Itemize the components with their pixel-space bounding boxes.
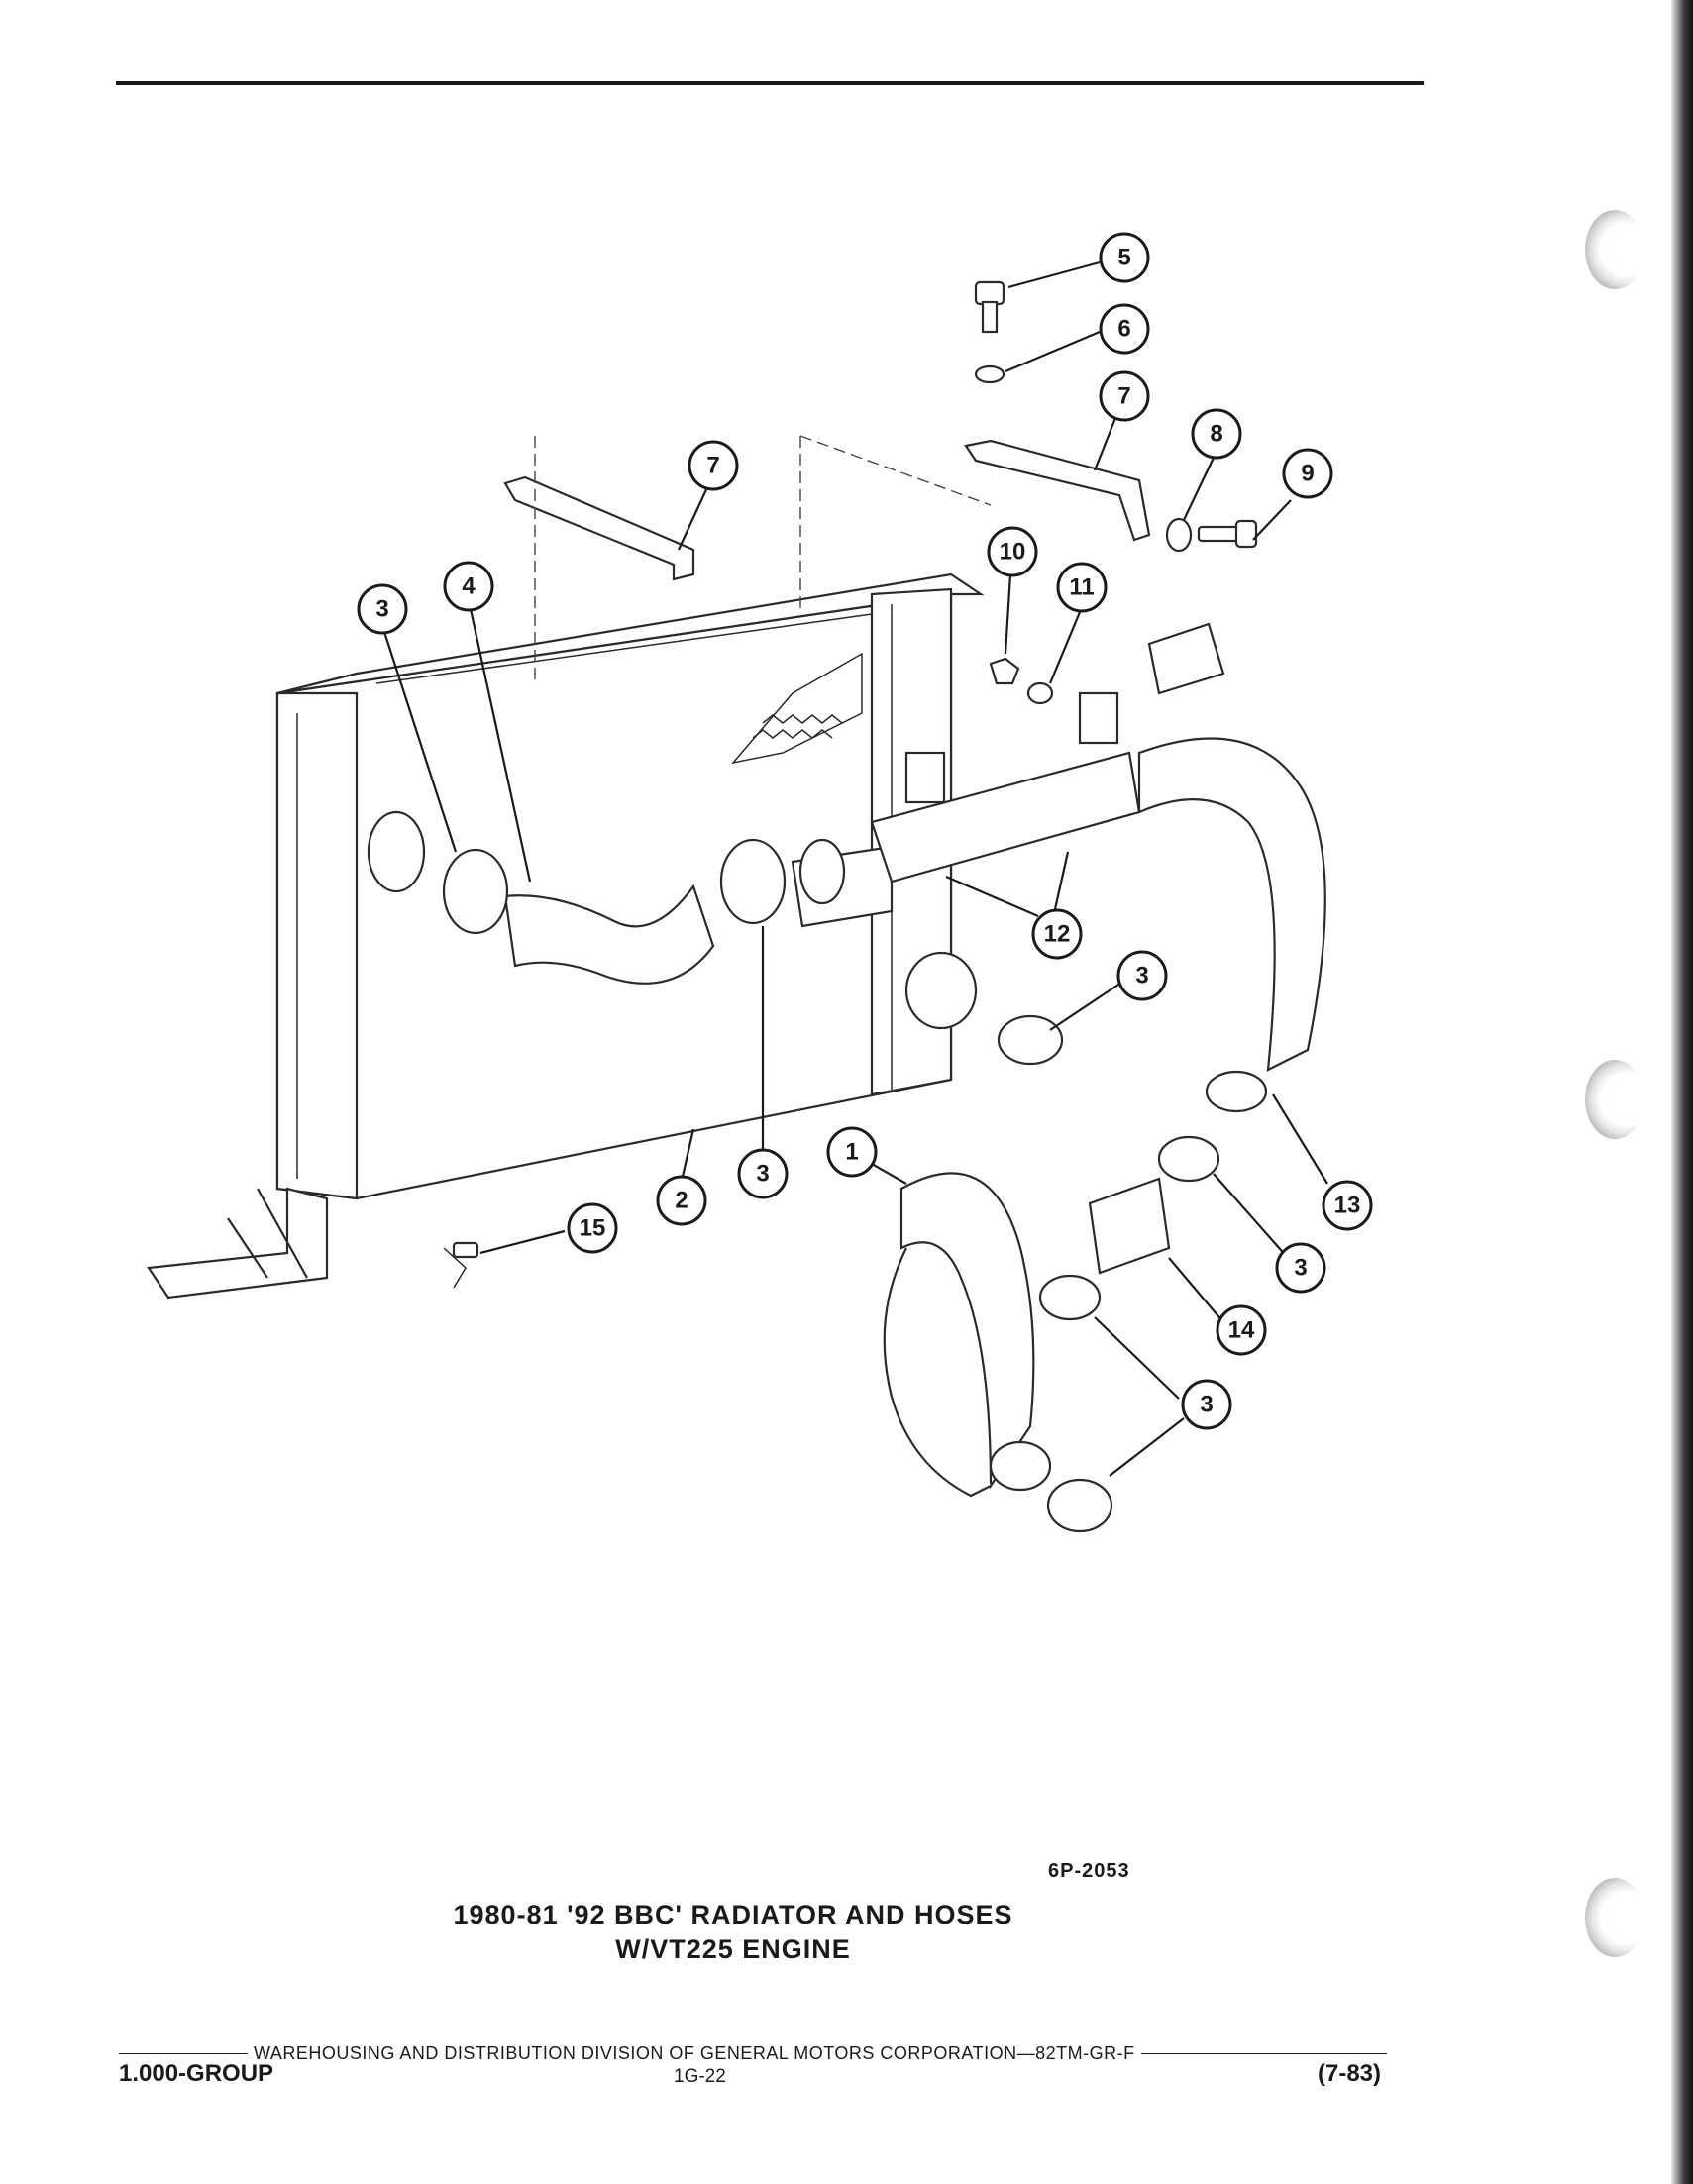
callout-1: 1 [826,1126,878,1178]
fastener-hardware [443,280,1258,1289]
svg-text:7: 7 [706,453,719,479]
callout-6: 6 [1099,303,1150,355]
callout-15: 15 [567,1202,618,1254]
outlet-pipe [870,622,1326,1275]
header-rule [116,81,1424,85]
callout-4: 4 [443,561,494,612]
svg-text:5: 5 [1117,245,1130,271]
svg-text:3: 3 [1135,963,1148,989]
callout-3-center: 3 [737,1148,789,1199]
callout-7-left: 7 [688,440,739,491]
callout-9: 9 [1282,448,1333,499]
svg-text:1: 1 [845,1139,858,1166]
svg-text:8: 8 [1210,421,1222,448]
figure-title-line2: W/VT225 ENGINE [615,1934,851,1964]
footer-rule-left [119,2052,248,2055]
binder-hole-middle [1585,1060,1644,1139]
svg-text:15: 15 [580,1215,606,1242]
callout-3-right-mid: 3 [1116,950,1168,1001]
svg-text:4: 4 [462,573,476,600]
callout-3-upper-left: 3 [357,583,408,635]
svg-text:11: 11 [1069,574,1094,601]
footer-rule-right [1140,2052,1387,2055]
footer-division-line: WAREHOUSING AND DISTRIBUTION DIVISION OF… [119,2043,1387,2064]
figure-code: 6P-2053 [1048,1860,1130,1882]
mounting-brackets [503,435,1151,683]
svg-text:3: 3 [1294,1255,1307,1282]
figure-title-line1: 1980-81 '92 BBC' RADIATOR AND HOSES [453,1900,1013,1929]
svg-text:9: 9 [1301,461,1314,487]
svg-text:2: 2 [675,1188,688,1214]
lower-hose [883,951,1113,1533]
footer-division-text: WAREHOUSING AND DISTRIBUTION DIVISION OF… [254,2043,1135,2063]
callout-3-bottom: 3 [1181,1379,1232,1430]
svg-text:13: 13 [1334,1193,1361,1219]
callout-8: 8 [1191,408,1242,460]
callout-2: 2 [656,1175,707,1226]
svg-text:10: 10 [1000,539,1026,566]
footer-group-label: 1.000-GROUP [119,2060,274,2087]
svg-text:3: 3 [1200,1392,1213,1418]
binder-hole-top [1585,210,1644,289]
callout-5: 5 [1099,232,1150,283]
svg-text:7: 7 [1117,383,1130,410]
footer-page-number: 1G-22 [674,2066,726,2087]
svg-text:3: 3 [375,596,388,623]
callout-3-lower-right: 3 [1275,1242,1326,1294]
callout-14: 14 [1216,1304,1267,1356]
svg-text:12: 12 [1044,921,1071,948]
callout-11: 11 [1056,562,1108,613]
footer-revision-date: (7-83) [1318,2060,1382,2087]
leader-lines [382,260,1328,1477]
callout-10: 10 [987,526,1038,577]
upper-hose [367,810,894,985]
page-edge-shadow [1671,0,1693,2184]
callout-7-right: 7 [1099,370,1150,422]
svg-text:6: 6 [1117,316,1130,343]
binder-hole-bottom [1585,1878,1644,1957]
callout-13: 13 [1322,1180,1373,1231]
radiator-assembly [147,572,985,1300]
svg-text:14: 14 [1228,1317,1255,1344]
svg-text:3: 3 [756,1161,769,1188]
callout-12: 12 [1031,908,1083,960]
